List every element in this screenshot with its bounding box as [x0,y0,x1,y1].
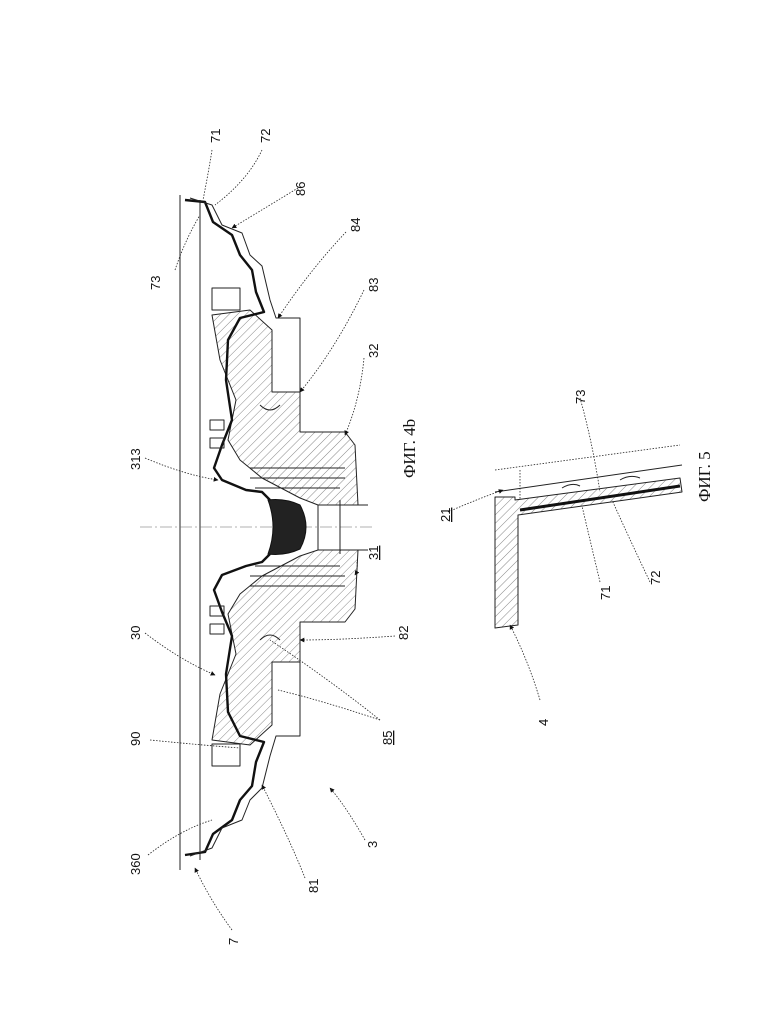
label-360: 360 [128,853,143,875]
label-71: 71 [208,129,223,143]
membrane-profile [185,200,270,855]
label-30: 30 [128,626,143,640]
label-81: 81 [306,879,321,893]
label-86: 86 [293,182,308,196]
label-90: 90 [128,732,143,746]
label-32: 32 [366,344,381,358]
label-73-fig5: 73 [573,390,588,404]
label-21: 21 [438,508,453,522]
label-71-fig5: 71 [598,586,613,600]
label-313: 313 [128,448,143,470]
hub-section-lower [212,550,358,745]
label-83: 83 [366,278,381,292]
label-72: 72 [258,129,273,143]
leaders-4b [145,150,395,930]
label-4: 4 [536,719,551,726]
caption-fig-4b: ФИГ. 4b [400,419,419,478]
figure-4b: 71 72 86 73 84 83 32 313 ФИГ. 4b 31 30 8… [128,129,419,945]
boss-upper [212,288,240,310]
label-7: 7 [226,938,241,945]
label-3: 3 [365,841,380,848]
label-85: 85 [380,731,395,745]
label-73: 73 [148,276,163,290]
hub-section-upper [212,310,358,505]
label-84: 84 [348,218,363,232]
caption-fig-5: ФИГ. 5 [695,451,714,502]
figure-5: 73 ФИГ. 5 21 71 72 4 [438,390,714,726]
leaders-5 [448,398,650,700]
hub-core-insert [268,500,306,555]
label-82: 82 [396,626,411,640]
label-31: 31 [366,546,381,560]
label-72-fig5: 72 [648,571,663,585]
